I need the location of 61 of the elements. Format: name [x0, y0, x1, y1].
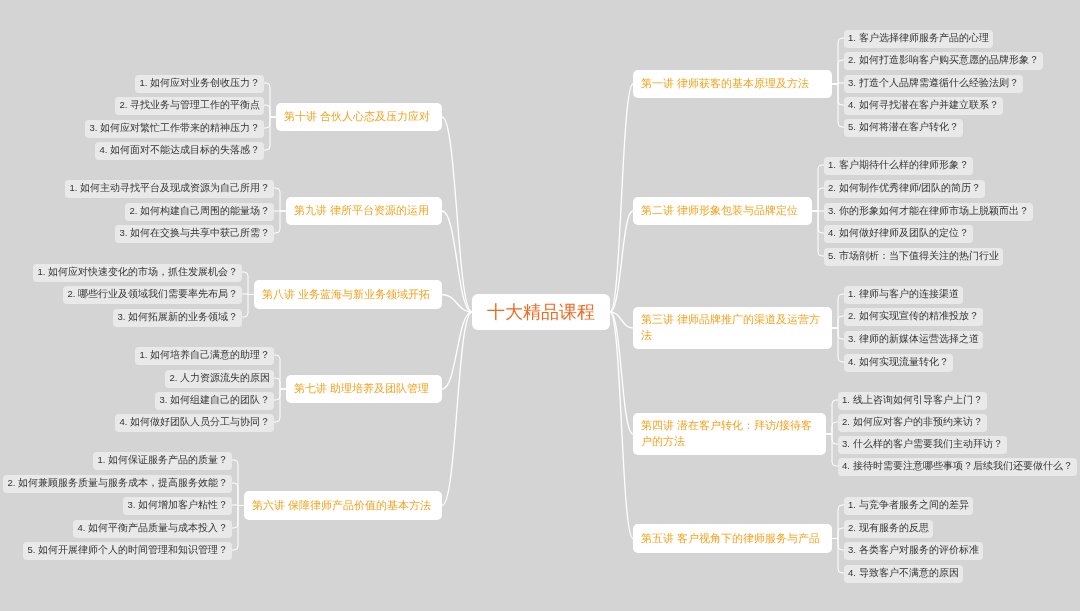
subtopic-box: 3. 如何在交换与共享中获己所需？	[115, 224, 274, 243]
subtopic-box: 2. 寻找业务与管理工作的平衡点	[115, 96, 264, 115]
connector-line	[609, 311, 634, 540]
subtopic-box: 3. 律师的新媒体运营选择之道	[844, 330, 983, 349]
topic-box: 第一讲 律师获客的基本原理及方法	[633, 70, 832, 98]
subtopic-box: 4. 如何平衡产品质量与成本投入？	[73, 519, 232, 538]
subtopic-box: 3. 如何应对繁忙工作带来的精神压力？	[85, 119, 264, 138]
connector-line	[609, 210, 634, 313]
subtopic-box: 2. 如何应对客户的非预约来访？	[838, 413, 987, 432]
connector-line	[441, 311, 473, 390]
subtopic-box: 2. 人力资源流失的原因	[165, 369, 274, 388]
subtopic-box: 3. 各类客户对服务的评价标准	[844, 541, 983, 560]
subtopic-box: 3. 什么样的客户需要我们主动拜访？	[838, 435, 1007, 454]
subtopic-box: 2. 如何兼顾服务质量与服务成本，提高服务效能？	[3, 474, 232, 493]
subtopic-box: 2. 如何打造影响客户购买意愿的品牌形象？	[844, 51, 1043, 70]
subtopic-box: 1. 如何保证服务产品的质量？	[93, 451, 232, 470]
subtopic-box: 4. 如何做好律师及团队的定位？	[824, 224, 973, 243]
connector-line	[609, 311, 634, 435]
subtopic-box: 2. 如何构建自己周围的能量场？	[125, 202, 274, 221]
subtopic-box: 1. 如何培养自己满意的助理？	[135, 346, 274, 365]
topic-box: 第七讲 助理培养及团队管理	[286, 375, 442, 403]
subtopic-box: 3. 如何组建自己的团队？	[155, 391, 274, 410]
subtopic-box: 4. 导致客户不满意的原因	[844, 564, 963, 583]
subtopic-box: 1. 客户期待什么样的律师形象？	[824, 156, 973, 175]
topic-box: 第九讲 律所平台资源的运用	[286, 197, 442, 225]
subtopic-box: 2. 如何实现宣传的精准投放？	[844, 307, 983, 326]
connector-line	[609, 83, 634, 313]
subtopic-box: 3. 你的形象如何才能在律师市场上脱颖而出？	[824, 202, 1033, 221]
subtopic-box: 1. 与竞争者服务之间的差异	[844, 496, 973, 515]
subtopic-box: 5. 如何将潜在客户转化？	[844, 118, 963, 137]
subtopic-box: 1. 如何应对业务创收压力？	[135, 74, 264, 93]
subtopic-box: 1. 如何主动寻找平台及现成资源为自己所用？	[65, 179, 274, 198]
subtopic-box: 4. 如何面对不能达成目标的失落感？	[95, 141, 264, 160]
subtopic-box: 4. 如何做好团队人员分工与协同？	[115, 413, 274, 432]
subtopic-box: 4. 接待时需要注意哪些事项？后续我们还要做什么？	[838, 457, 1077, 476]
subtopic-box: 3. 打造个人品牌需遵循什么经验法则？	[844, 74, 1023, 93]
topic-box: 第六讲 保障律师产品价值的基本方法	[244, 491, 442, 520]
connector-line	[441, 311, 473, 507]
subtopic-box: 3. 如何拓展新的业务领域？	[113, 308, 242, 327]
subtopic-box: 2. 哪些行业及领域我们需要率先布局？	[63, 285, 242, 304]
subtopic-box: 1. 如何应对快速变化的市场，抓住发展机会？	[33, 263, 242, 282]
subtopic-box: 5. 市场剖析：当下值得关注的热门行业	[824, 247, 1003, 266]
subtopic-box: 2. 如何制作优秀律师/团队的简历？	[824, 179, 986, 198]
connector-line	[441, 210, 473, 313]
subtopic-box: 1. 客户选择律师服务产品的心理	[844, 29, 993, 48]
subtopic-box: 2. 现有服务的反思	[844, 519, 933, 538]
topic-box: 第八讲 业务蓝海与新业务领域开拓	[254, 280, 442, 309]
topic-box: 第二讲 律师形象包装与品牌定位	[633, 197, 812, 225]
topic-box: 第十讲 合伙人心态及压力应对	[276, 103, 442, 131]
title-box: 十大精品课程	[472, 294, 610, 330]
topic-box: 第五讲 客户视角下的律师服务与产品	[633, 524, 832, 553]
subtopic-box: 5. 如何开展律师个人的时间管理和知识管理？	[23, 541, 232, 560]
subtopic-box: 1. 律师与客户的连接渠道	[844, 285, 963, 304]
topic-box: 第三讲 律师品牌推广的渠道及运营方法	[633, 307, 832, 349]
subtopic-box: 1. 线上咨询如何引导客户上门？	[838, 391, 987, 410]
connector-line	[441, 116, 473, 313]
connector-line	[609, 311, 634, 329]
subtopic-box: 3. 如何增加客户粘性？	[123, 496, 232, 515]
topic-box: 第四讲 潜在客户转化：拜访/接待客户的方法	[633, 413, 826, 455]
subtopic-box: 4. 如何实现流量转化？	[844, 353, 953, 372]
subtopic-box: 4. 如何寻找潜在客户并建立联系？	[844, 96, 1003, 115]
